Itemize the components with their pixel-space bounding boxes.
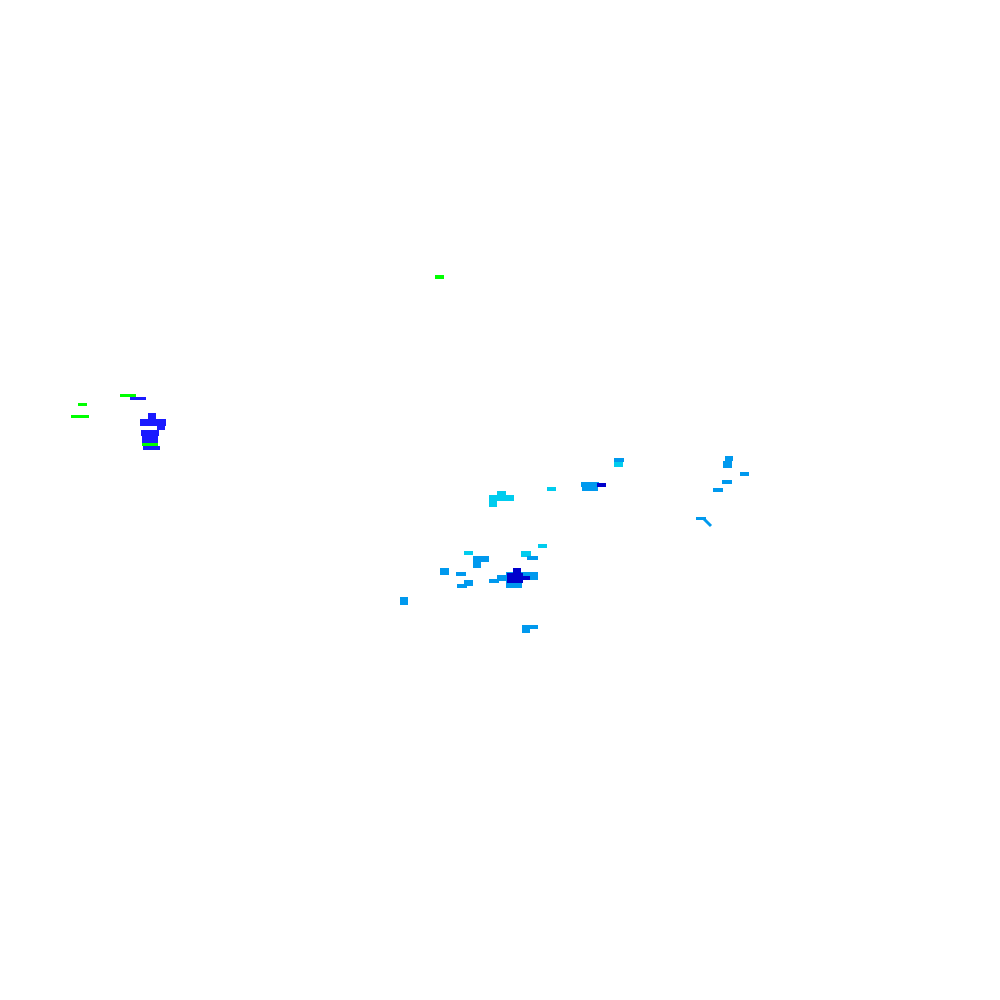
precip-cell (538, 544, 547, 548)
precip-cell (723, 461, 732, 468)
precip-cell (507, 573, 523, 583)
precip-cell (740, 472, 749, 476)
precip-cell (120, 394, 136, 397)
precip-cell (71, 415, 89, 418)
precip-streak (701, 516, 713, 528)
precip-cell (435, 275, 444, 279)
precip-cell (497, 575, 506, 581)
precip-cell (78, 403, 87, 406)
central-cyan-patches (464, 462, 623, 557)
precip-cell (464, 580, 473, 586)
east-blue-patches (696, 456, 749, 520)
west-green-patches (71, 394, 158, 446)
precip-cell (527, 556, 538, 560)
precip-cell (581, 482, 599, 487)
precip-cell (141, 430, 159, 436)
west-blue-cluster (130, 397, 166, 450)
precip-cell (473, 556, 489, 562)
isolated-green-patch (435, 275, 444, 279)
precip-cell (722, 480, 732, 484)
precip-cell (142, 436, 158, 443)
precipitation-layer (71, 275, 749, 633)
precip-cell (489, 501, 497, 507)
precip-cell (140, 419, 166, 426)
precip-cell (143, 446, 160, 450)
precip-cell (614, 462, 623, 467)
precip-cell (157, 426, 165, 430)
precip-cell (456, 572, 466, 576)
precip-cell (614, 458, 624, 462)
precip-cell (521, 551, 531, 557)
central-core (507, 483, 606, 583)
precip-cell (597, 483, 606, 487)
precip-cell (522, 625, 538, 629)
precip-cell (148, 413, 156, 419)
precip-cell (440, 568, 449, 575)
precip-cell (696, 517, 706, 520)
precip-cell (520, 576, 530, 580)
precip-cell (497, 491, 506, 496)
precip-cell (142, 443, 158, 446)
precip-cell (513, 568, 521, 573)
precip-cell (522, 629, 530, 633)
precip-cell (464, 551, 473, 555)
precip-cell (547, 487, 556, 491)
precip-cell (489, 495, 514, 501)
precip-cell (473, 562, 481, 568)
precip-cell (713, 488, 723, 492)
precip-cell (506, 580, 522, 588)
precip-cell (457, 584, 467, 588)
precip-cell (489, 579, 499, 583)
precip-cell (582, 487, 598, 491)
precip-cell (725, 456, 733, 461)
precip-cell (130, 397, 146, 400)
precip-cell (400, 597, 408, 605)
